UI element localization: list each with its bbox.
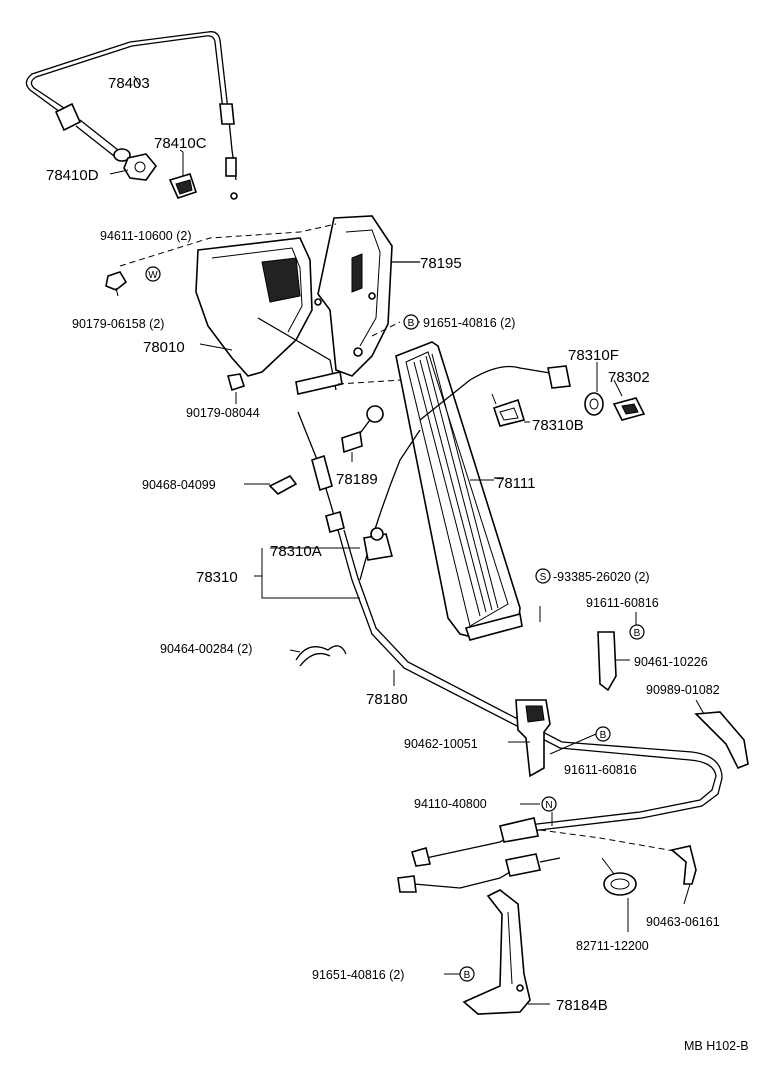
clip-78310F (584, 392, 604, 416)
clip-90468 (268, 474, 298, 495)
svg-text:N: N (545, 800, 552, 811)
label-91611-60816-b: 91611-60816 (564, 763, 637, 777)
clip-90989 (694, 711, 749, 770)
nut-90179-08044 (226, 373, 246, 392)
label-82711-12200: 82711-12200 (576, 939, 649, 953)
label-91651-40816-bottom: 91651-40816 (2) (312, 968, 404, 982)
label-91611-60816-a: 91611-60816 (586, 596, 659, 610)
marker-B-right: B (629, 624, 645, 640)
label-94110-40800: 94110-40800 (414, 797, 487, 811)
nut-78410D (123, 153, 158, 181)
marker-B-bottom: B (459, 966, 475, 982)
bracket-90461 (597, 631, 617, 692)
label-78403: 78403 (108, 75, 150, 92)
grommet-78302 (612, 397, 646, 421)
label-78010: 78010 (143, 339, 185, 356)
label-78310: 78310 (196, 569, 238, 586)
label-78410C: 78410C (154, 135, 207, 152)
nut-90179-06158 (105, 271, 128, 291)
label-78310B: 78310B (532, 417, 584, 434)
label-90179-08044: 90179-08044 (186, 406, 260, 420)
label-90462-10051: 90462-10051 (404, 737, 478, 751)
label-78180: 78180 (366, 691, 408, 708)
marker-N: N (541, 796, 557, 812)
svg-text:W: W (148, 270, 158, 281)
marker-B-top: B (403, 314, 419, 330)
pedal-bracket-78010 (195, 237, 343, 395)
label-90468-04099: 90468-04099 (142, 478, 216, 492)
label-90989-01082: 90989-01082 (646, 683, 720, 697)
plate-78195 (317, 215, 420, 377)
marker-W: W (145, 266, 161, 282)
clip-90463 (670, 845, 697, 885)
svg-text:B: B (408, 318, 415, 329)
label-91651-40816-top: 91651-40816 (2) (423, 316, 515, 330)
label-78310A: 78310A (270, 543, 322, 560)
clamp-82711 (601, 857, 637, 896)
label-93385-26020: -93385-26020 (2) (553, 570, 650, 584)
clamp-90464 (295, 645, 347, 667)
label-90463-06161: 90463-06161 (646, 915, 720, 929)
diagram-code: MB H102-B (684, 1039, 749, 1053)
label-90464-00284: 90464-00284 (2) (160, 642, 252, 656)
label-78111: 78111 (496, 475, 536, 492)
label-78184B: 78184B (556, 997, 608, 1014)
upper-cable-78403 (25, 31, 238, 200)
label-78302: 78302 (608, 369, 650, 386)
svg-text:S: S (540, 572, 547, 583)
cable-78180 (297, 365, 723, 833)
leader-lines (109, 75, 705, 1005)
label-78410D: 78410D (46, 167, 99, 184)
svg-text:B: B (634, 628, 641, 639)
label-94611-10600: 94611-10600 (2) (100, 229, 192, 243)
label-78189: 78189 (336, 471, 378, 488)
marker-B-mid: B (595, 726, 611, 742)
pedal-78111 (395, 341, 523, 641)
svg-text:B: B (600, 730, 607, 741)
stopper-78189 (341, 405, 384, 454)
label-90461-10226: 90461-10226 (634, 655, 708, 669)
marker-S: S (535, 568, 551, 584)
label-78310F: 78310F (568, 347, 619, 364)
bracket-78184B (462, 889, 531, 1015)
bracket-90462 (515, 699, 551, 778)
svg-text:B: B (464, 970, 471, 981)
lower-cables (397, 817, 561, 893)
bushing-78410C (168, 152, 198, 199)
grommet-78310B (491, 393, 526, 427)
label-90179-06158: 90179-06158 (2) (72, 317, 164, 331)
label-78195: 78195 (420, 255, 462, 272)
